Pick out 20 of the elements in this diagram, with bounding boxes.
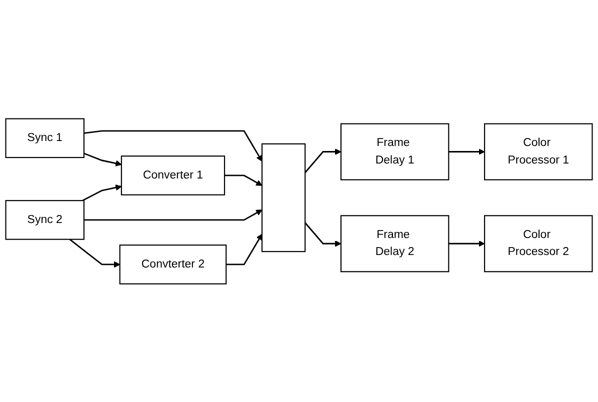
- arrow: [84, 209, 262, 220]
- arrow: [304, 148, 342, 173]
- arrow: [448, 148, 485, 155]
- arrow: [84, 152, 122, 166]
- node-box: Converter 1: [120, 155, 226, 196]
- node-box: [261, 143, 306, 252]
- node-box: Sync 1: [5, 118, 84, 158]
- arrow: [448, 240, 485, 246]
- node-box: Sync 2: [5, 200, 84, 240]
- node-box: Color Processor 2: [484, 214, 593, 272]
- arrow: [304, 222, 342, 246]
- arrow: [69, 238, 120, 268]
- node-box: Frame Delay 2: [340, 214, 450, 272]
- arrow: [82, 184, 122, 201]
- arrow: [84, 130, 262, 162]
- node-box: Convterter 2: [119, 244, 227, 284]
- arrow: [224, 174, 262, 186]
- node-box: Color Processor 1: [484, 122, 593, 180]
- node-box: Frame Delay 1: [340, 122, 450, 180]
- arrow: [226, 234, 262, 265]
